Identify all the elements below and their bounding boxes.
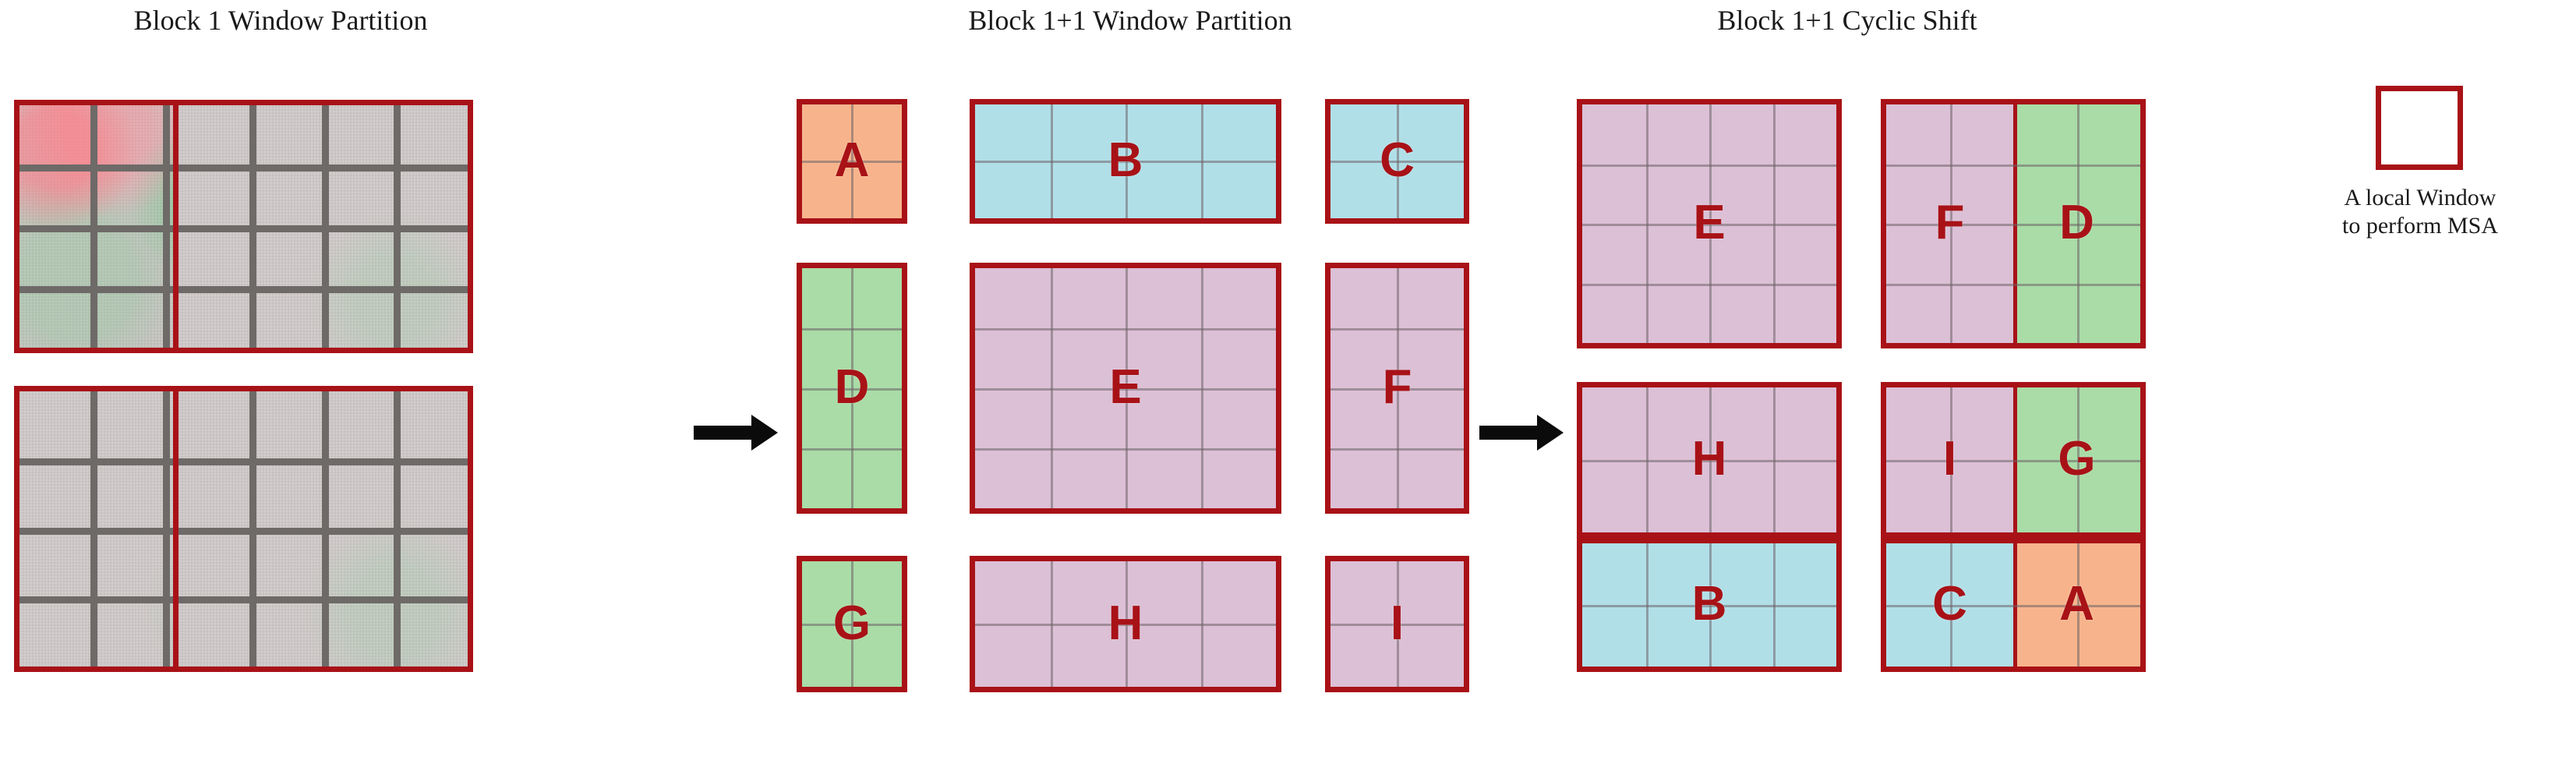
panel-title-3: Block 1+1 Cyclic Shift [1717,5,1977,36]
window-block-E[interactable]: E [970,263,1281,514]
window-block-p1-br[interactable] [173,386,473,672]
window-label: G [832,596,871,650]
window-label-A: A [2059,576,2094,631]
window-label: H [1108,596,1143,650]
window-label: I [1390,596,1405,650]
window-block-p1-tr[interactable] [173,100,473,353]
legend-label-line1: A local Window [2344,185,2496,210]
shift-block-E[interactable]: E [1577,99,1842,348]
window-label: D [834,359,870,414]
window-label: E [1109,359,1142,414]
window-label-C: C [1932,576,1967,631]
shift-block-FD[interactable]: F D [1881,99,2146,348]
window-label: H [1691,431,1727,486]
panel-title-1: Block 1 Window Partition [133,5,428,36]
window-block-H[interactable]: H [970,556,1281,692]
window-label: B [1691,576,1727,631]
shift-block-CA[interactable]: C A [1881,538,2146,672]
window-label: E [1693,195,1726,249]
window-label-D: D [2059,195,2094,249]
window-block-A[interactable]: A [797,99,907,224]
window-label: A [834,133,870,187]
window-block-C[interactable]: C [1325,99,1469,224]
satellite-texture [178,105,468,348]
satellite-texture [178,391,468,667]
window-block-G[interactable]: G [797,556,907,692]
window-block-D[interactable]: D [797,263,907,514]
shift-block-H[interactable]: H [1577,382,1842,538]
shift-block-IG[interactable]: I G [1881,382,2146,538]
window-label-F: F [1935,195,1965,249]
window-block-B[interactable]: B [970,99,1281,224]
window-block-F[interactable]: F [1325,263,1469,514]
window-label: F [1382,359,1412,414]
window-block-I[interactable]: I [1325,556,1469,692]
legend-label-line2: to perform MSA [2342,213,2498,239]
legend-window-swatch [2376,86,2463,170]
window-label-I: I [1942,431,1957,486]
arrow-1-icon [694,415,778,451]
window-label-G: G [2058,431,2096,486]
panel-title-2: Block 1+1 Window Partition [968,5,1292,36]
window-label: B [1108,133,1143,187]
window-label: C [1380,133,1415,187]
shift-block-B[interactable]: B [1577,538,1842,672]
arrow-2-icon [1479,415,1564,451]
